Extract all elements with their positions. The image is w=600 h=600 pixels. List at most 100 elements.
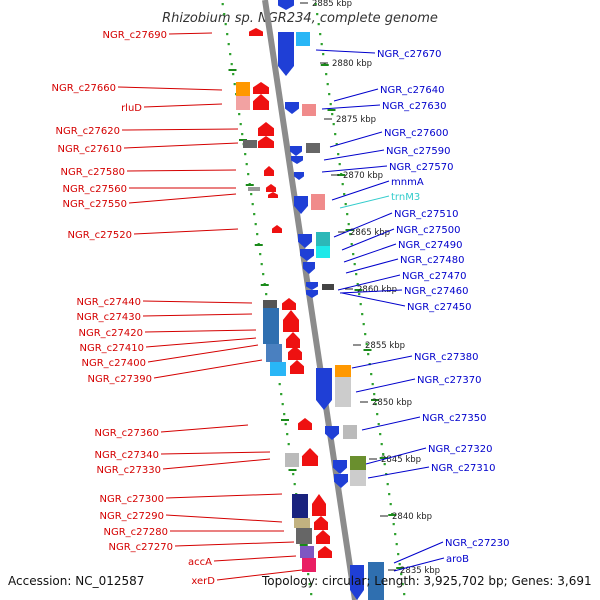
- gene-arrow: [298, 418, 312, 430]
- strand-dot: [308, 583, 311, 586]
- strand-dot: [361, 313, 364, 316]
- strand-dot: [370, 373, 373, 376]
- strand-dot: [373, 393, 376, 396]
- strand-dot: [259, 253, 262, 256]
- left-gene-label: NGR_c27300: [100, 494, 165, 505]
- right-callout-line: [339, 289, 403, 294]
- gene-box: [294, 518, 310, 528]
- left-callout-line: [165, 514, 283, 523]
- gene-arrow: [312, 494, 326, 516]
- strand-dot: [227, 43, 230, 46]
- strand-dot: [353, 263, 356, 266]
- gene-arrow: [314, 516, 328, 530]
- left-callout-line: [147, 344, 259, 363]
- right-dotted-guide: [314, 3, 406, 596]
- gene-arrow: [290, 146, 302, 156]
- right-callout-line: [393, 541, 444, 564]
- strand-dot: [374, 403, 377, 406]
- left-gene-label: NGR_c27360: [95, 428, 160, 439]
- left-gene-label: NGR_c27550: [63, 199, 128, 210]
- strand-dot: [356, 283, 359, 286]
- gene-box: [292, 494, 308, 518]
- gene-arrow: [298, 234, 312, 248]
- strand-dot: [334, 133, 337, 136]
- gene-box: [236, 96, 250, 110]
- strand-dot: [392, 523, 395, 526]
- gene-box: [350, 456, 366, 470]
- strand-dot: [386, 483, 389, 486]
- strand-dot: [343, 193, 346, 196]
- strand-dot: [347, 223, 350, 226]
- strand-dot: [319, 33, 322, 36]
- strand-dot: [382, 453, 385, 456]
- strand-dot: [221, 3, 224, 6]
- left-gene-label: NGR_c27400: [82, 358, 147, 369]
- topology-text: Topology: circular; Length: 3,925,702 bp…: [262, 574, 592, 588]
- gene-box: [316, 232, 330, 246]
- strand-dot: [344, 203, 347, 206]
- strand-dot: [364, 333, 367, 336]
- gene-arrow: [306, 290, 318, 298]
- gene-arrow: [278, 32, 294, 76]
- strand-dot: [256, 233, 259, 236]
- strand-dot: [328, 93, 331, 96]
- left-gene-label: NGR_c27610: [58, 144, 123, 155]
- strand-dot: [292, 473, 295, 476]
- strand-dot: [403, 593, 406, 596]
- gene-arrow: [258, 136, 274, 148]
- strand-dot: [338, 163, 341, 166]
- gene-arrow: [316, 368, 332, 410]
- left-gene-label: NGR_c27440: [77, 297, 142, 308]
- strand-dot: [371, 383, 374, 386]
- gene-box: [302, 104, 316, 116]
- gene-arrow: [268, 192, 278, 198]
- left-gene-label: NGR_c27430: [77, 312, 142, 323]
- left-gene-label: NGR_c27290: [100, 511, 165, 522]
- gene-arrow: [266, 184, 276, 192]
- genome-backbone: [262, 0, 358, 600]
- strand-dot: [397, 553, 400, 556]
- right-gene-label: NGR_c27640: [380, 85, 445, 96]
- gene-arrow: [278, 0, 294, 10]
- right-callout-line: [343, 243, 397, 263]
- left-gene-label: rluD: [121, 103, 142, 114]
- left-gene-label: NGR_c27620: [56, 126, 121, 137]
- strand-dot: [395, 543, 398, 546]
- gene-arrow: [286, 332, 300, 348]
- left-callout-line: [133, 228, 239, 235]
- strand-dot: [310, 593, 313, 596]
- left-callout-line: [144, 329, 257, 333]
- kbp-label: 2850 kbp: [372, 398, 412, 408]
- strand-dot: [320, 43, 323, 46]
- right-callout-line: [365, 447, 427, 465]
- strand-dot: [233, 83, 236, 86]
- kbp-label: 2845 kbp: [381, 455, 421, 465]
- left-gene-label: NGR_c27390: [88, 374, 153, 385]
- gene-box: [316, 246, 330, 258]
- right-callout-line: [341, 292, 406, 307]
- strand-dot: [224, 23, 227, 26]
- left-callout-line: [126, 169, 237, 172]
- right-gene-label: NGR_c27670: [377, 49, 442, 60]
- strand-dot: [283, 413, 286, 416]
- strand-dot: [286, 433, 289, 436]
- kbp-label: 2840 kbp: [392, 512, 432, 522]
- right-gene-label: NGR_c27470: [402, 271, 467, 282]
- right-gene-label: NGR_c27350: [422, 413, 487, 424]
- right-gene-label: NGR_c27570: [389, 162, 454, 173]
- strand-dot: [278, 383, 281, 386]
- strand-dot: [350, 243, 353, 246]
- left-callout-line: [174, 541, 295, 547]
- gene-arrow: [334, 474, 348, 488]
- strand-dot: [307, 573, 310, 576]
- strand-dot: [314, 3, 317, 6]
- right-gene-label: NGR_c27500: [396, 225, 461, 236]
- left-callout-line: [143, 103, 223, 108]
- gene-arrow: [294, 196, 308, 214]
- strand-dot: [335, 143, 338, 146]
- strand-dot: [398, 563, 401, 566]
- gene-arrow: [283, 310, 299, 332]
- strand-dot: [232, 73, 235, 76]
- left-gene-label: NGR_c27330: [97, 465, 162, 476]
